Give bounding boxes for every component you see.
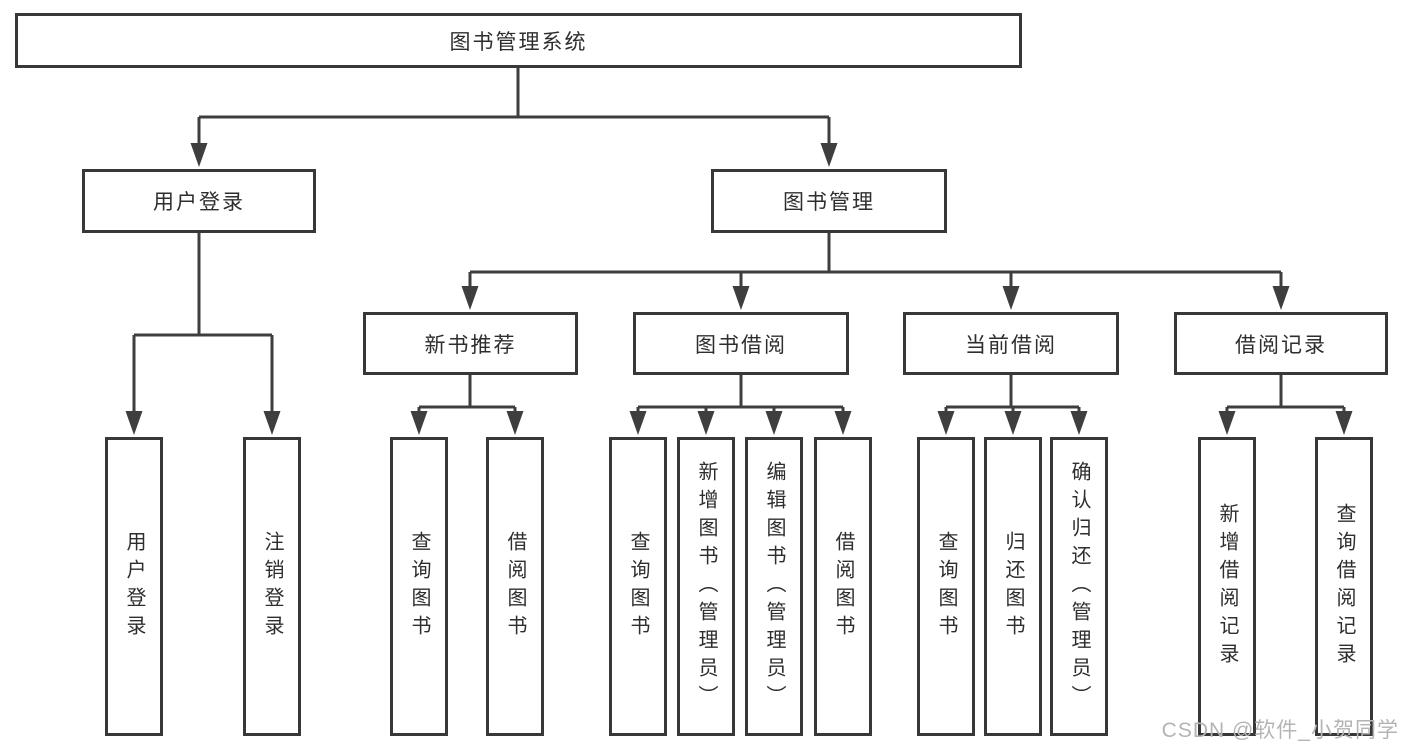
node-current-borrowing: 当前借阅 [903, 312, 1119, 375]
node-label: 查询借阅记录 [1333, 502, 1355, 671]
node-label: 查询图书 [408, 530, 430, 643]
arrowhead-icon [1272, 286, 1290, 310]
leaf-user-login: 用户登录 [105, 437, 163, 736]
node-label: 查询图书 [627, 530, 649, 643]
node-label: 新增图书（管理员） [695, 460, 717, 713]
node-label: 新增借阅记录 [1216, 502, 1238, 671]
leaf-confirm-return-admin: 确认归还（管理员） [1050, 437, 1108, 736]
connector-book-borrowing-to-leaves [636, 375, 845, 414]
node-label: 新书推荐 [424, 333, 517, 357]
arrowhead-icon [506, 411, 524, 435]
connector-root-to-level2 [197, 68, 831, 146]
arrowhead-icon [1004, 411, 1022, 435]
arrowhead-icon [1335, 411, 1353, 435]
connector-borrowing-records-to-leaves [1225, 375, 1346, 414]
node-library-management-system: 图书管理系统 [15, 13, 1022, 68]
node-borrowing-records: 借阅记录 [1174, 312, 1388, 375]
connector-user-login-to-leaves [132, 233, 274, 414]
node-label: 图书借阅 [695, 333, 787, 357]
leaf-logout: 注销登录 [243, 437, 301, 736]
leaf-borrow-books-recommend: 借阅图书 [486, 437, 544, 736]
arrowhead-icon [1070, 411, 1088, 435]
csdn-watermark: CSDN @软件_小贺同学 [1161, 719, 1399, 742]
leaf-query-books-recommend: 查询图书 [390, 437, 448, 736]
node-label: 编辑图书（管理员） [763, 460, 785, 713]
node-book-borrowing: 图书借阅 [633, 312, 849, 375]
node-label: 图书管理 [783, 191, 875, 214]
arrowhead-icon [697, 411, 715, 435]
leaf-query-borrow-record: 查询借阅记录 [1315, 437, 1373, 736]
node-new-book-recommendation: 新书推荐 [363, 312, 578, 375]
leaf-return-books: 归还图书 [984, 437, 1042, 736]
node-label: 图书管理系统 [449, 30, 588, 54]
node-label: 用户登录 [153, 191, 245, 214]
node-label: 用户登录 [123, 530, 145, 643]
arrowhead-icon [937, 411, 955, 435]
connector-current-borrowing-to-leaves [944, 375, 1081, 414]
arrowhead-icon [629, 411, 647, 435]
leaf-query-books-current: 查询图书 [917, 437, 975, 736]
node-label: 当前借阅 [965, 333, 1057, 357]
arrowhead-icon [1002, 286, 1020, 310]
node-label: 借阅图书 [504, 530, 526, 643]
node-label: 借阅记录 [1235, 333, 1327, 357]
connector-book-management-to-level3 [468, 233, 1283, 289]
leaf-add-book-admin: 新增图书（管理员） [677, 437, 735, 736]
leaf-query-books-borrowing: 查询图书 [609, 437, 667, 736]
leaf-add-borrow-record: 新增借阅记录 [1198, 437, 1256, 736]
arrowhead-icon [410, 411, 428, 435]
connector-new-book-recommendation-to-leaves [417, 375, 517, 414]
node-book-management: 图书管理 [711, 169, 947, 233]
arrowhead-icon [820, 143, 838, 167]
arrowhead-icon [765, 411, 783, 435]
node-user-login: 用户登录 [82, 169, 316, 233]
node-label: 借阅图书 [832, 530, 854, 643]
arrowhead-icon [461, 286, 479, 310]
node-label: 归还图书 [1002, 530, 1024, 643]
arrowhead-icon [125, 411, 143, 435]
node-label: 确认归还（管理员） [1068, 460, 1090, 713]
arrowhead-icon [732, 286, 750, 310]
leaf-borrow-books-borrowing: 借阅图书 [814, 437, 872, 736]
arrowhead-icon [190, 143, 208, 167]
node-label: 查询图书 [935, 530, 957, 643]
arrowhead-icon [263, 411, 281, 435]
leaf-edit-book-admin: 编辑图书（管理员） [745, 437, 803, 736]
arrowhead-icon [1218, 411, 1236, 435]
node-label: 注销登录 [261, 530, 283, 643]
arrowhead-icon [834, 411, 852, 435]
